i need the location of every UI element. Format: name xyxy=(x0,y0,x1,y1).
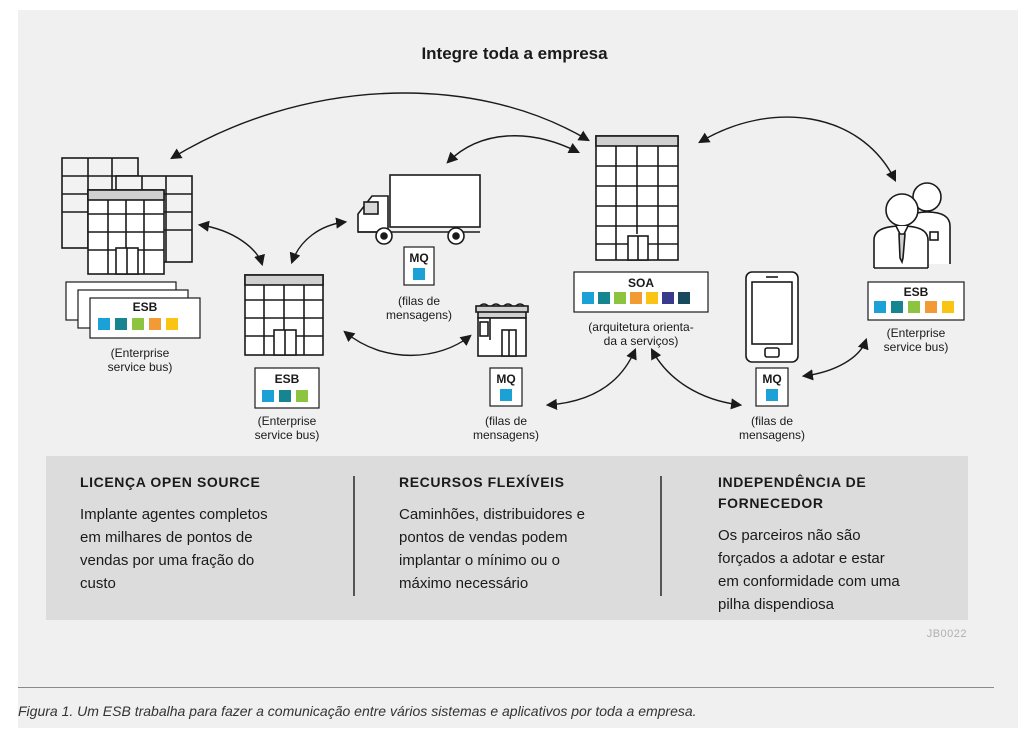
benefit-text: Caminhões, distribuidores e pontos de ve… xyxy=(399,503,629,595)
figure-code: JB0022 xyxy=(926,628,967,640)
text-line: pilha dispendiosa xyxy=(718,596,834,613)
caption-line: (filas de xyxy=(750,414,794,428)
benefits-band: LICENÇA OPEN SOURCE Implante agentes com… xyxy=(46,456,968,620)
esb-left-caption: (Enterprise service bus) xyxy=(80,346,200,374)
caption-line: (Enterprise xyxy=(110,346,170,360)
text-line: em conformidade com uma xyxy=(718,573,900,590)
caption-divider xyxy=(18,687,994,688)
mq-phone-label: MQ xyxy=(762,372,782,386)
arrow-soa-to-store-mq xyxy=(545,347,637,410)
mq-store-caption: (filas de mensagens) xyxy=(460,414,552,442)
caption-line: mensagens) xyxy=(385,308,453,322)
text-line: implantar o mínimo ou o xyxy=(399,552,560,569)
mq-truck-caption: (filas de mensagens) xyxy=(374,294,464,322)
figure-caption: Figura 1. Um ESB trabalha para fazer a c… xyxy=(18,703,697,719)
esb-left-colors xyxy=(98,318,178,330)
caption-line: (Enterprise xyxy=(257,414,317,428)
text-line: custo xyxy=(80,575,116,592)
caption-line: service bus) xyxy=(107,360,173,374)
benefit-flexible: RECURSOS FLEXÍVEIS Caminhões, distribuid… xyxy=(399,472,629,595)
caption-line: (filas de xyxy=(397,294,441,308)
arrow-mid-building-to-truck xyxy=(289,217,348,265)
arrow-hq-to-truck xyxy=(446,135,581,164)
arrow-cluster-to-mid-building xyxy=(197,220,265,267)
arrow-mid-building-to-store xyxy=(343,330,472,356)
esb-middle-caption: (Enterprise service bus) xyxy=(222,414,352,442)
text-line: pontos de vendas podem xyxy=(399,529,568,546)
store-icon xyxy=(475,303,529,357)
caption-line: service bus) xyxy=(254,428,320,442)
text-line: máximo necessário xyxy=(399,575,529,592)
caption-line: mensagens) xyxy=(738,428,806,442)
column-divider xyxy=(660,476,662,596)
truck-icon xyxy=(357,174,481,245)
esb-middle-box xyxy=(254,367,320,409)
text-line: forçados a adotar e estar xyxy=(718,550,885,567)
arrow-hq-to-partners xyxy=(698,116,897,183)
connection-arrows xyxy=(170,92,897,410)
building-middle xyxy=(244,274,324,356)
text-line: Caminhões, distribuidores e xyxy=(399,506,585,523)
text-line: Implante agentes completos xyxy=(80,506,268,523)
benefit-heading: RECURSOS FLEXÍVEIS xyxy=(399,474,565,490)
text-line: vendas por uma fração do xyxy=(80,552,255,569)
mq-phone-caption: (filas de mensagens) xyxy=(726,414,818,442)
benefit-heading: LICENÇA OPEN SOURCE xyxy=(80,474,261,490)
mq-store-label: MQ xyxy=(496,372,516,386)
esb-partners-caption: (Enterprise service bus) xyxy=(856,326,976,354)
diagram-title: Integre toda a empresa xyxy=(421,44,608,63)
caption-line: mensagens) xyxy=(472,428,540,442)
caption-line: service bus) xyxy=(883,340,949,354)
arrow-phone-mq-to-partners-esb xyxy=(801,337,869,381)
arrow-soa-to-phone-mq xyxy=(650,348,743,410)
mq-phone-box xyxy=(755,367,789,407)
soa-label: SOA xyxy=(627,276,654,290)
partners-people-icon xyxy=(873,182,951,269)
benefit-text: Implante agentes completos em milhares d… xyxy=(80,503,310,595)
esb-middle-label: ESB xyxy=(274,372,300,386)
benefit-text: Os parceiros não são forçados a adotar e… xyxy=(718,524,948,616)
heading-line: INDEPENDÊNCIA DE xyxy=(718,474,867,490)
column-divider xyxy=(353,476,355,596)
hq-tower-icon xyxy=(595,135,679,261)
caption-line: da a serviços) xyxy=(603,334,679,348)
caption-line: (filas de xyxy=(484,414,528,428)
esb-partners-label: ESB xyxy=(903,285,929,299)
mq-store-box xyxy=(489,367,523,407)
heading-line: FORNECEDOR xyxy=(718,495,824,511)
smartphone-icon xyxy=(745,271,799,363)
text-line: em milhares de pontos de xyxy=(80,529,253,546)
text-line: Os parceiros não são xyxy=(718,527,861,544)
building-cluster-left xyxy=(61,157,193,275)
soa-box xyxy=(573,271,709,313)
mq-truck-label: MQ xyxy=(409,251,429,265)
mq-truck-box xyxy=(403,246,435,286)
benefit-vendor-independence: INDEPENDÊNCIA DE FORNECEDOR Os parceiros… xyxy=(718,472,948,616)
benefit-open-source: LICENÇA OPEN SOURCE Implante agentes com… xyxy=(80,472,310,595)
benefit-heading: INDEPENDÊNCIA DE FORNECEDOR xyxy=(718,472,948,514)
esb-partners-box xyxy=(867,281,965,321)
caption-line: (arquitetura orienta- xyxy=(588,320,694,334)
caption-line: (Enterprise xyxy=(886,326,946,340)
esb-left-label: ESB xyxy=(132,300,158,314)
soa-caption: (arquitetura orienta- da a serviços) xyxy=(566,320,716,348)
arrow-hq-to-left-cluster xyxy=(170,92,590,160)
